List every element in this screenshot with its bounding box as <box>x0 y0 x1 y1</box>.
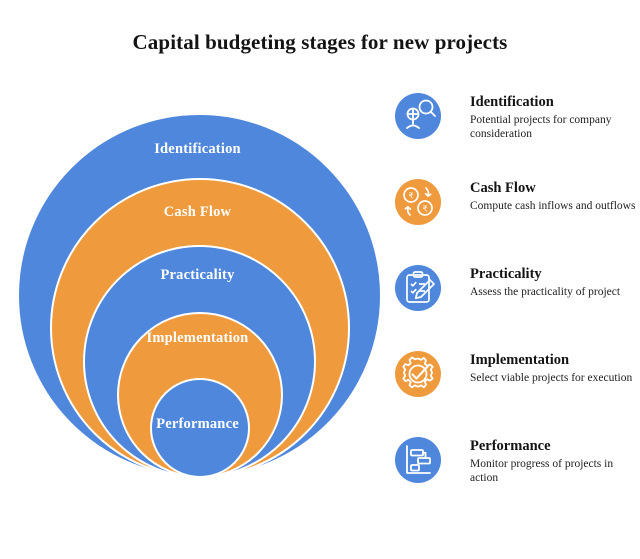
svg-text:₹: ₹ <box>408 192 413 201</box>
clipboard-pencil-icon <box>392 260 448 316</box>
legend-title-performance: Performance <box>470 438 551 454</box>
legend-list: Identification Potential projects for co… <box>392 86 640 516</box>
ring-performance <box>149 378 250 478</box>
legend-desc-practicality: Assess the practicality of project <box>470 285 621 298</box>
legend-desc-cash-flow: Compute cash inflows and outflows <box>470 199 636 212</box>
legend-text-practicality: Practicality Assess the practicality of … <box>470 266 638 299</box>
legend-title-practicality: Practicality <box>470 266 542 282</box>
legend-desc-implementation: Select viable projects for execution <box>470 371 633 384</box>
legend-text-performance: Performance Monitor progress of projects… <box>470 438 638 486</box>
nested-circles-diagram: Identification Cash Flow Practicality Im… <box>17 113 382 478</box>
legend-text-identification: Identification Potential projects for co… <box>470 94 638 142</box>
legend-item-identification[interactable]: Identification Potential projects for co… <box>392 86 640 172</box>
legend-text-cash-flow: Cash Flow Compute cash inflows and outfl… <box>470 180 638 213</box>
gear-check-icon <box>392 346 448 402</box>
page-title: Capital budgeting stages for new project… <box>132 30 508 54</box>
coins-cycle-icon: ₹ ₹ <box>392 174 448 230</box>
ring-label-performance: Performance <box>156 416 239 432</box>
person-magnifier-icon <box>392 88 448 144</box>
legend-text-implementation: Implementation Select viable projects fo… <box>470 352 638 385</box>
legend-item-practicality[interactable]: Practicality Assess the practicality of … <box>392 258 640 344</box>
ring-label-identification: Identification <box>154 141 241 157</box>
legend-item-implementation[interactable]: Implementation Select viable projects fo… <box>392 344 640 430</box>
legend-desc-identification: Potential projects for company considera… <box>470 113 612 141</box>
gantt-chart-icon <box>392 432 448 488</box>
legend-title-cash-flow: Cash Flow <box>470 180 536 196</box>
ring-label-cash-flow: Cash Flow <box>163 204 232 220</box>
ring-label-implementation: Implementation <box>146 330 249 346</box>
ring-label-practicality: Practicality <box>160 267 235 283</box>
legend-item-cash-flow[interactable]: ₹ ₹ Cash Flow Compute cash inflows and o… <box>392 172 640 258</box>
legend-title-identification: Identification <box>470 94 554 110</box>
legend-title-implementation: Implementation <box>470 352 570 368</box>
svg-text:₹: ₹ <box>422 205 427 214</box>
legend-desc-performance: Monitor progress of projects in action <box>470 457 614 485</box>
legend-item-performance[interactable]: Performance Monitor progress of projects… <box>392 430 640 516</box>
